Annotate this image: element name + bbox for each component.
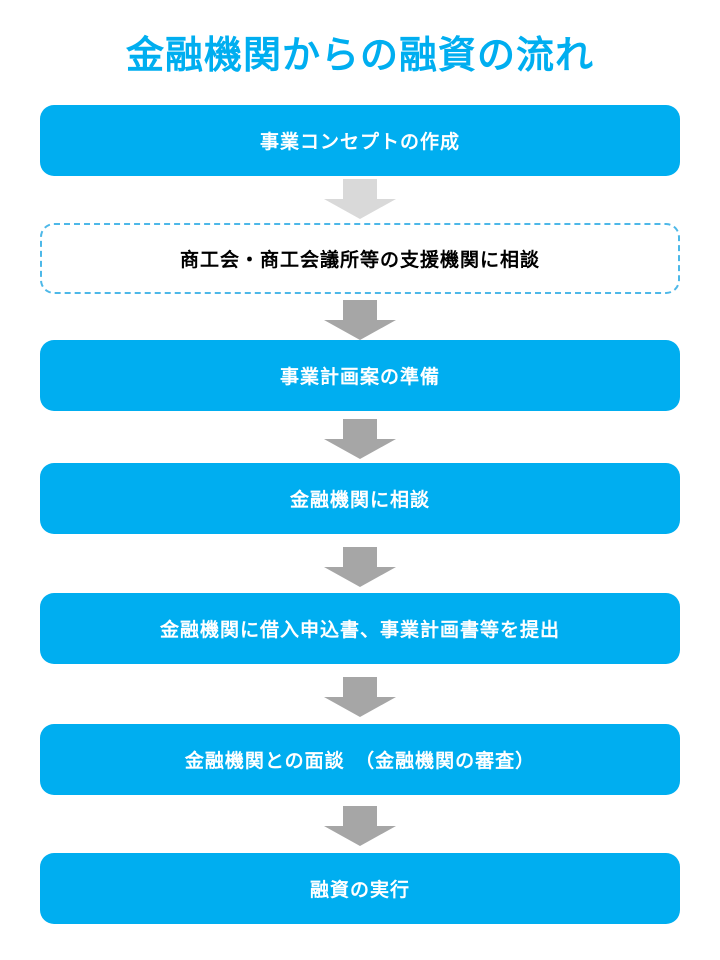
down-arrow-icon [324, 419, 396, 459]
down-arrow-shape [324, 419, 396, 459]
flow-step-label: 金融機関に相談 [289, 490, 430, 511]
flow-step-label: 融資の実行 [309, 880, 410, 901]
down-arrow-icon [324, 179, 396, 219]
flow-step-consult-bank: 金融機関に相談 [40, 463, 680, 534]
down-arrow-icon [324, 547, 396, 587]
down-arrow-shape [324, 300, 396, 340]
down-arrow-shape [324, 677, 396, 717]
flow-step-business-concept: 事業コンセプトの作成 [40, 105, 680, 176]
flow-step-loan-execution: 融資の実行 [40, 853, 680, 924]
flow-step-bank-interview: 金融機関との面談 （金融機関の審査） [40, 724, 680, 795]
down-arrow-shape [324, 179, 396, 219]
flow-step-submit-documents: 金融機関に借入申込書、事業計画書等を提出 [40, 593, 680, 664]
down-arrow-icon [324, 677, 396, 717]
flow-step-label: 金融機関との面談 （金融機関の審査） [184, 751, 536, 772]
flow-step-label: 事業コンセプトの作成 [259, 132, 460, 153]
flow-step-label: 事業計画案の準備 [279, 367, 440, 388]
down-arrow-shape [324, 547, 396, 587]
flow-step-consult-support-org: 商工会・商工会議所等の支援機関に相談 [40, 223, 680, 294]
page-title: 金融機関からの融資の流れ [125, 35, 594, 77]
flow-step-label: 商工会・商工会議所等の支援機関に相談 [179, 250, 540, 271]
flow-step-business-plan-draft: 事業計画案の準備 [40, 340, 680, 411]
flow-step-label: 金融機関に借入申込書、事業計画書等を提出 [159, 620, 560, 641]
down-arrow-icon [324, 806, 396, 846]
down-arrow-shape [324, 806, 396, 846]
down-arrow-icon [324, 300, 396, 340]
